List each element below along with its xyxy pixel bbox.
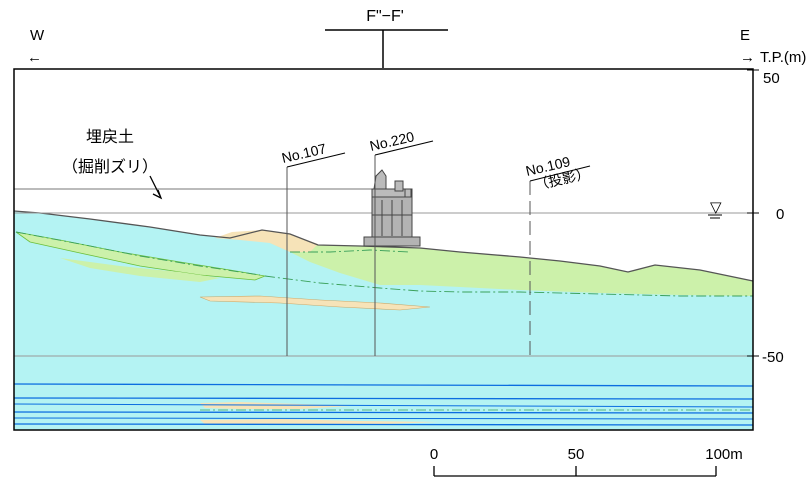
green-lens-left-2 [60, 258, 220, 282]
section-frame [13, 68, 754, 431]
east-label: E [740, 27, 750, 44]
stratum-boundary-2 [15, 231, 261, 276]
section-title: F"−F' [366, 8, 404, 25]
backfill-annotation-line1: 埋戻土 [86, 128, 134, 146]
west-arrow: ← [27, 49, 42, 66]
green-stratum [265, 233, 753, 296]
scale-bar: 0 50 100m [430, 446, 743, 477]
elevation-label-50: 50 [763, 70, 780, 87]
ground-surface [13, 210, 754, 282]
elevation-label-0: 0 [776, 206, 784, 223]
sand-lens-middle [199, 295, 431, 311]
elevation-label-minus50: -50 [762, 349, 784, 366]
water-level-icon: ▽ [710, 199, 722, 216]
deep-layers [13, 383, 754, 430]
stratum-boundary-1 [264, 275, 753, 297]
west-label: W [30, 27, 45, 44]
annotation-arrow [149, 175, 163, 200]
backfill-annotation-line2: （掘削ズリ） [62, 158, 158, 176]
intake-structure [363, 169, 421, 247]
scale-label-100m: 100m [705, 446, 743, 463]
elevation-unit: T.P.(m) [760, 49, 806, 66]
east-arrow: → [740, 49, 755, 66]
stratum-boundary-3 [290, 249, 411, 253]
scale-label-0: 0 [430, 446, 438, 463]
scale-label-50: 50 [568, 446, 585, 463]
